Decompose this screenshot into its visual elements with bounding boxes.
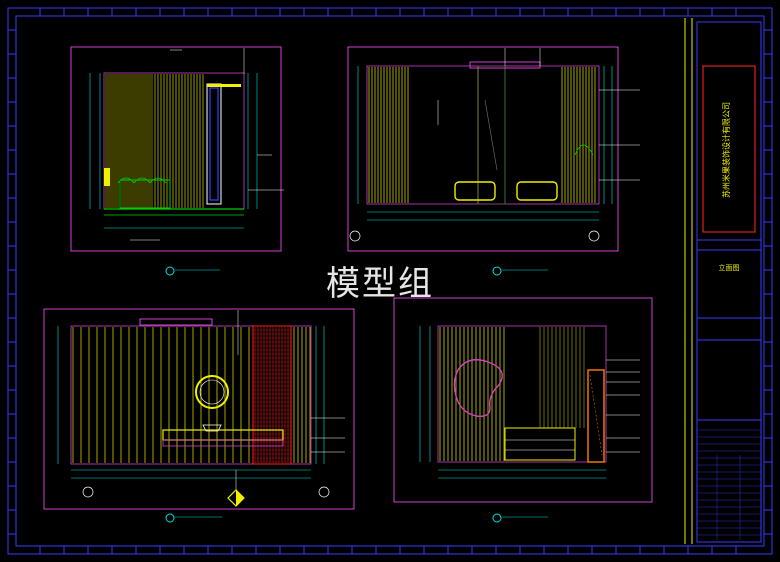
elevation-4-label: [492, 513, 548, 523]
elevation-view-3: [43, 308, 355, 523]
grid-bubble-2b: [588, 230, 600, 242]
section-marker: [227, 489, 245, 507]
elevation-view-4: [393, 297, 653, 523]
drawing-name: 立面图: [719, 263, 740, 272]
elevation-3-panels: [72, 327, 311, 463]
door-frame: [587, 369, 605, 463]
round-mirror: [195, 375, 229, 409]
elevation-view-2: [347, 46, 640, 276]
elevation-view-1: [70, 46, 284, 276]
outer-frame: [7, 7, 773, 555]
grid-bubble-2a: [349, 230, 361, 242]
elevation-4-panels: [439, 327, 585, 461]
elevation-1-wall: [103, 72, 245, 210]
vanity-counter: [162, 429, 284, 441]
elevation-2-label: [492, 266, 548, 276]
title-block: 苏州米果装饰设计有限公司 立面图: [684, 18, 762, 544]
title-block-rows: [697, 429, 761, 540]
elevation-3-wall: [70, 325, 312, 465]
title-company-panel: [702, 65, 756, 233]
elevation-1-label: [165, 266, 220, 276]
bench-left: [454, 181, 496, 201]
company-vertical-text: 苏州米果装饰设计有限公司: [721, 102, 731, 198]
elevation-1-panels: [105, 74, 204, 208]
elevation-3-label: [165, 513, 222, 523]
curved-art-panel: [453, 359, 503, 418]
grid-bubble-3b: [318, 486, 330, 498]
grid-bubble-3a: [82, 486, 94, 498]
elevation-2-panels: [368, 67, 596, 203]
low-cabinet: [504, 427, 576, 461]
red-panel: [252, 325, 292, 465]
red-panel-grid: [253, 327, 291, 463]
bench-right: [516, 181, 558, 201]
elevation-4-wall: [437, 325, 607, 463]
